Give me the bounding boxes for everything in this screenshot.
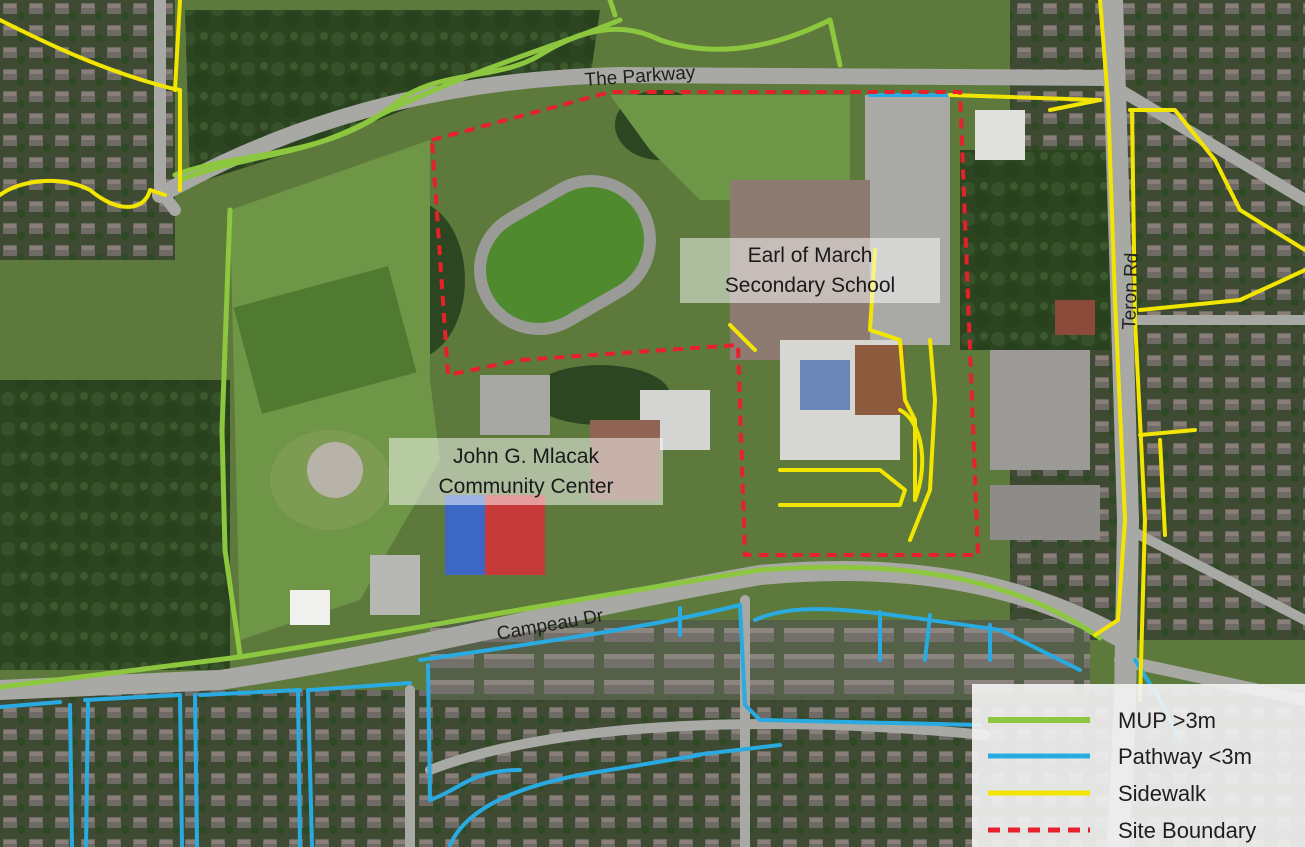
legend-label-sidewalk: Sidewalk [1118, 781, 1207, 806]
label-earl-of-march: Earl of March Secondary School [680, 238, 940, 303]
site-boundary-outline [429, 90, 981, 557]
tennis-court-east [1055, 300, 1095, 335]
legend-background [972, 684, 1305, 847]
pathway-east-connectors [878, 610, 992, 662]
mup-park-west [219, 207, 243, 658]
pathway-east-row [753, 607, 1082, 672]
label-community-center-line2: Community Center [438, 475, 613, 498]
sidewalk-east-spur [1138, 428, 1197, 437]
sidewalk-teron-east [1130, 108, 1147, 702]
pathway-south-connectors [68, 688, 314, 847]
label-earl-of-march-line2: Secondary School [725, 274, 895, 297]
legend-label-mup: MUP >3m [1118, 708, 1216, 733]
forest-west [0, 380, 230, 670]
sidewalk-school-far-east [908, 338, 937, 542]
sidewalk-east-crescent [1138, 268, 1305, 312]
residential-area-northwest [0, 0, 175, 260]
sidewalk-east-vertical [1158, 438, 1167, 537]
soccer-field [233, 266, 417, 414]
apartment-building-south [990, 485, 1100, 540]
sidewalk-school-south [728, 323, 907, 507]
mup-forest-trail [172, 17, 843, 178]
label-community-center-bg [389, 438, 663, 505]
map-legend: MUP >3m Pathway <3m Sidewalk Site Bounda… [972, 684, 1305, 847]
label-earl-of-march-bg [680, 238, 940, 303]
road-east-south [1125, 525, 1305, 625]
small-building [290, 590, 330, 625]
mup-paths [0, 0, 1103, 690]
site-boundary [429, 90, 981, 557]
apartment-building [990, 350, 1090, 470]
pathway-south-lower [448, 743, 782, 847]
baseball-infield [307, 442, 363, 498]
tennis-courts-blue [445, 495, 485, 575]
sidewalk-school-east [868, 248, 917, 502]
sidewalk-northeast [1128, 108, 1305, 252]
building-northeast [975, 110, 1025, 160]
solar-panels [800, 360, 850, 410]
running-track [474, 175, 656, 335]
sidewalk-west [0, 178, 167, 209]
school-field [610, 95, 850, 200]
mup-spur [607, 0, 618, 18]
pathway-paths [0, 93, 1182, 847]
pathway-townhouse-loop [426, 663, 522, 802]
tree-cluster-south [530, 365, 670, 425]
pathway-south-row [0, 681, 412, 709]
mup-campeau [0, 564, 1103, 690]
label-community-center-line1: John G. Mlacak [453, 445, 599, 468]
road-label-teron-rd: Teron Rd [1119, 252, 1143, 330]
school-parking [865, 95, 950, 345]
pathway-crescent [678, 603, 982, 727]
legend-label-pathway: Pathway <3m [1118, 744, 1252, 769]
sidewalk-northwest [0, 18, 182, 192]
community-parking-north [480, 375, 550, 435]
legend-label-site-boundary: Site Boundary [1118, 818, 1256, 843]
sidewalk-parkway-east [948, 93, 1102, 112]
road-south-crescent [425, 719, 990, 775]
parking-southwest [370, 555, 420, 615]
sidewalk-school-loop [898, 408, 925, 502]
label-earl-of-march-line1: Earl of March [748, 244, 873, 267]
road-northwest [154, 0, 181, 216]
pathway-campeau-south [418, 603, 742, 662]
sidewalk-paths [0, 0, 1305, 702]
sidewalk-teron-west [1093, 0, 1127, 637]
school-building-gym [855, 345, 905, 415]
sidewalk-northwest-vertical [173, 0, 182, 92]
label-community-center: John G. Mlacak Community Center [389, 438, 663, 505]
